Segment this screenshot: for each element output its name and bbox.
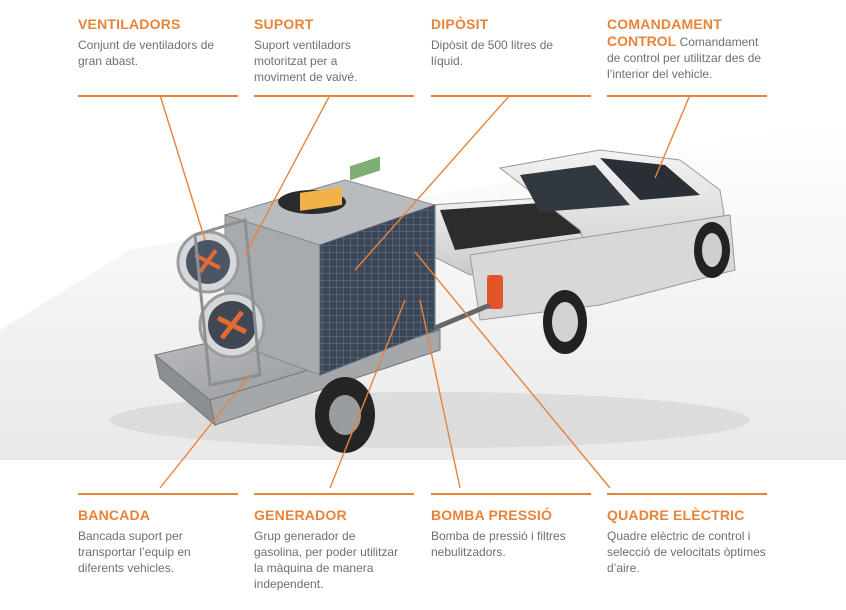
callout-desc: Grup generador de gasolina, per poder ut… <box>254 529 399 591</box>
callout-title: SUPORT <box>254 16 314 32</box>
callout-rule <box>254 493 414 495</box>
callout-generador: GENERADOR Grup generador de gasolina, pe… <box>254 493 414 592</box>
leader-generador <box>329 299 406 489</box>
pickup-truck <box>429 149 736 354</box>
callout-suport: SUPORT Suport ventiladors motoritzat per… <box>254 16 414 97</box>
leader-diposit <box>354 94 511 271</box>
callout-comandament: COMANDAMENT CONTROL Comandament de contr… <box>607 16 767 97</box>
callout-desc: Dipòsit de 500 litres de líquid. <box>431 38 554 68</box>
truck-lower-body <box>469 214 736 321</box>
callout-desc: Bancada suport per transportar l’equip e… <box>78 529 191 575</box>
callout-ventiladors: VENTILADORS Conjunt de ventiladors de gr… <box>78 16 238 97</box>
truck-side-window <box>520 165 630 212</box>
callout-title: QUADRE ELÈCTRIC <box>607 507 745 523</box>
truck-windshield <box>600 158 700 200</box>
truck-tail-light <box>487 275 503 309</box>
trailer-front-side <box>154 353 216 427</box>
sprayer-machine <box>176 156 437 387</box>
callout-title: DIPÒSIT <box>431 16 489 32</box>
callout-title: VENTILADORS <box>78 16 181 32</box>
callout-quadre: QUADRE ELÈCTRIC Quadre elèctric de contr… <box>607 493 767 576</box>
leader-quadre <box>414 251 611 489</box>
callout-rule <box>431 95 591 97</box>
callout-rule <box>78 95 238 97</box>
callout-bomba: BOMBA PRESSIÓ Bomba de pressió i filtres… <box>431 493 591 560</box>
callout-diposit: DIPÒSIT Dipòsit de 500 litres de líquid. <box>431 16 591 97</box>
callout-desc: Conjunt de ventiladors de gran abast. <box>78 38 215 68</box>
machine-brand-plate-green <box>350 156 380 181</box>
callout-desc: Bomba de pressió i filtres nebulitzadors… <box>431 529 566 559</box>
leader-ventiladors <box>159 94 206 241</box>
leader-bancada <box>159 374 251 489</box>
callout-rule <box>607 493 767 495</box>
fan-frame <box>193 218 262 387</box>
leader-comandament <box>654 94 691 179</box>
callout-title: BANCADA <box>78 507 151 523</box>
callout-rule <box>254 95 414 97</box>
trailer-tow-bar <box>429 302 491 333</box>
callout-rule <box>431 493 591 495</box>
leader-lines <box>159 94 691 489</box>
callout-bancada: BANCADA Bancada suport per transportar l… <box>78 493 238 576</box>
leader-suport <box>244 94 331 256</box>
callout-desc-text: Comandament de control per utilitzar des… <box>607 35 762 81</box>
callout-title: BOMBA PRESSIÓ <box>431 507 553 523</box>
truck-bed-inner <box>440 200 590 250</box>
callout-desc: Quadre elèctric de control i selecció de… <box>607 529 766 575</box>
callout-desc: CONTROL Comandament de control per utili… <box>607 33 772 82</box>
machine-brand-plate-orange <box>300 186 342 211</box>
callout-title-line1: COMANDAMENT <box>607 16 722 32</box>
callout-title-line2: CONTROL <box>607 33 677 49</box>
callout-rule <box>607 95 767 97</box>
callout-rule <box>78 493 238 495</box>
callout-desc: Suport ventiladors motoritzat per a movi… <box>254 38 358 84</box>
callout-title: GENERADOR <box>254 507 347 523</box>
machine-mesh-side <box>319 204 436 376</box>
leader-bomba <box>419 299 461 489</box>
